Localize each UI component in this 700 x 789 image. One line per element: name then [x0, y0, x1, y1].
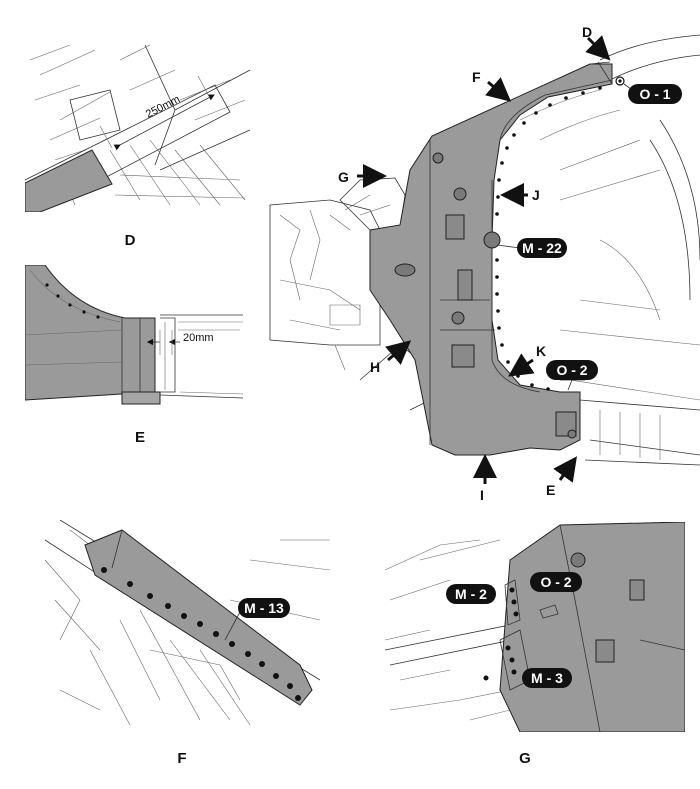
view-letter-k: K: [536, 343, 546, 359]
svg-text:O - 2: O - 2: [540, 574, 571, 590]
svg-text:M - 13: M - 13: [244, 600, 284, 616]
svg-text:M - 2: M - 2: [455, 586, 487, 602]
callout-o2-detail: O - 2: [530, 572, 582, 592]
svg-text:O - 2: O - 2: [556, 362, 587, 378]
view-letter-e: E: [546, 482, 555, 498]
main-view: D F G J H K I E O - 1 M - 22 O - 2: [269, 24, 700, 503]
callout-o1: O - 1: [628, 84, 682, 104]
view-letter-j: J: [532, 187, 540, 203]
view-letter-d: D: [582, 24, 592, 40]
caption-g: G: [519, 750, 531, 767]
svg-text:M - 22: M - 22: [522, 240, 562, 256]
callout-o2-main: O - 2: [546, 360, 598, 380]
caption-d: D: [125, 232, 136, 249]
detail-d: 250mm: [25, 40, 253, 212]
callout-m3: M - 3: [522, 668, 572, 688]
detail-e: 20mm: [25, 265, 243, 408]
view-letter-h: H: [370, 359, 380, 375]
spot-welds: [495, 86, 602, 391]
svg-text:M - 3: M - 3: [531, 670, 563, 686]
view-letter-g: G: [338, 169, 349, 185]
view-letter-i: I: [480, 487, 484, 503]
svg-text:O - 1: O - 1: [639, 86, 670, 102]
detail-g: [380, 522, 685, 732]
view-letter-f: F: [472, 69, 481, 85]
caption-f: F: [177, 750, 186, 767]
callout-m13: M - 13: [238, 598, 290, 618]
dimension-e-label: 20mm: [183, 332, 214, 344]
callout-m2: M - 2: [446, 584, 496, 604]
callout-m22: M - 22: [517, 238, 567, 258]
detail-f: [40, 520, 330, 732]
caption-e: E: [135, 429, 145, 446]
